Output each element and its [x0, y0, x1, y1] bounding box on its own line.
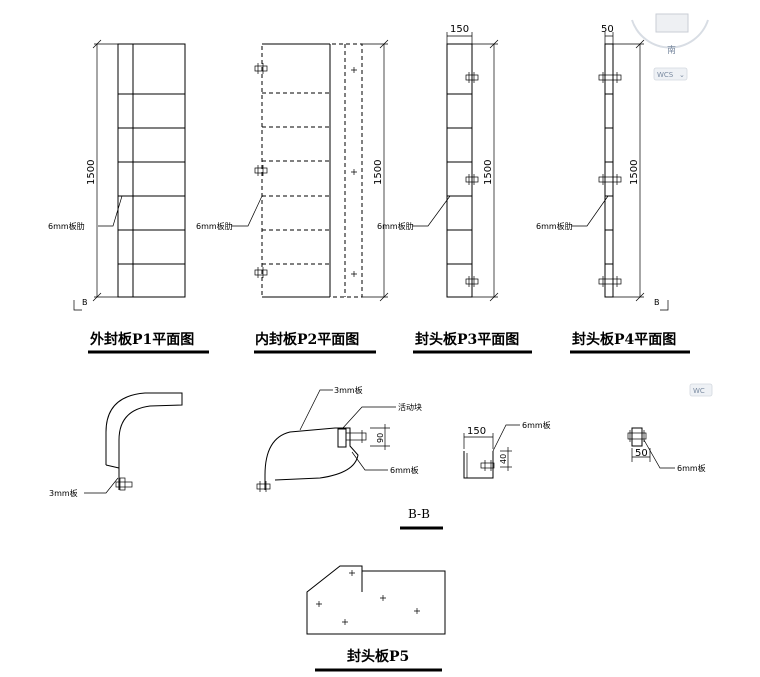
p2-rib-label: 6mm板肋 — [196, 221, 233, 231]
sec2-plate-label: 3mm板 — [334, 385, 363, 395]
p3-outline — [446, 43, 473, 298]
sec2-curve — [264, 427, 359, 490]
wcs-dropdown[interactable] — [653, 67, 688, 81]
section-1: 3mm板 — [49, 392, 183, 498]
p1-ribs — [118, 93, 185, 265]
p3-width-dim: 150 — [450, 24, 469, 35]
sec2-leader-block — [341, 406, 396, 430]
p4-outline — [604, 43, 614, 298]
viewcube-direction-label: 南 — [667, 44, 676, 56]
sec1-leader — [84, 477, 119, 494]
p2-crosses — [351, 67, 357, 277]
sec3-channel — [463, 451, 494, 479]
section-4: 50 6mm板 — [627, 427, 706, 473]
p4-bolts — [598, 72, 622, 287]
p4-rib-leader — [571, 195, 609, 227]
section-3: 150 40 6mm板 — [463, 420, 551, 479]
p3-rib-leader — [412, 195, 451, 227]
viewcube-face[interactable] — [655, 13, 689, 33]
p4-rib-label: 6mm板肋 — [536, 221, 573, 231]
p4-width-dim: 50 — [601, 24, 614, 35]
p3-rib-label: 6mm板肋 — [377, 221, 414, 231]
p1-rib-leader — [98, 195, 123, 227]
sec3-width-dim: 150 — [467, 426, 486, 437]
sec3-leader — [492, 424, 520, 452]
p1-height-dim: 1500 — [86, 160, 97, 185]
viewcube[interactable]: 南 WCS ⌄ — [631, 13, 709, 81]
section-2: 90 3mm板 活动块 6mm板 B-B — [256, 385, 443, 530]
p3-bolts — [465, 72, 479, 287]
sec1-plate-label: 3mm板 — [49, 488, 78, 498]
p1-outline — [117, 43, 186, 298]
p3-title: 封头板P3平面图 — [415, 331, 519, 348]
p5-outline — [306, 565, 446, 635]
sec2-leader-6mm — [351, 451, 388, 471]
p1-rib-label: 6mm板肋 — [48, 221, 85, 231]
p2-outline — [261, 43, 363, 298]
sec4-plate — [631, 427, 643, 447]
sec4-6mm-label: 6mm板 — [677, 463, 706, 473]
sec1-curve — [105, 392, 183, 468]
chevron-down-icon: ⌄ — [679, 71, 685, 79]
sec3-6mm-label: 6mm板 — [522, 420, 551, 430]
panel-p1: 1500 6mm板肋 B 外封板P1平面图 — [48, 39, 209, 354]
sec2-block — [337, 428, 347, 448]
p3-height-dim: 1500 — [483, 160, 494, 185]
sec4-width-dim: 50 — [635, 448, 648, 459]
panel-p3: 150 1500 6mm板肋 封头板P3平面图 — [377, 24, 532, 354]
section-mark-left — [73, 300, 82, 311]
p4-height-dim: 1500 — [629, 160, 640, 185]
section-mark-left-label: B — [82, 298, 88, 307]
p2-rib-leader — [231, 195, 263, 227]
wcs-badge-secondary[interactable]: WC — [689, 383, 713, 397]
sec2-block-label: 活动块 — [398, 402, 422, 412]
panel-p2: 1500 6mm板肋 内封板P2平面图 — [196, 39, 389, 354]
sec2-leader-plate — [299, 389, 333, 431]
sec4-leader — [643, 439, 675, 469]
wcs-label: WCS — [657, 71, 674, 79]
wcs-label-secondary: WC — [693, 387, 705, 395]
p3-ribs — [447, 93, 472, 265]
panel-p4: 50 1500 6mm板肋 B 封头板P4平面图 — [536, 24, 690, 354]
sec3-height-dim: 40 — [499, 454, 508, 464]
p1-title: 外封板P1平面图 — [90, 331, 194, 348]
sec2-6mm-label: 6mm板 — [390, 465, 419, 475]
section-mark-right — [660, 300, 669, 311]
panel-p5: 封头板P5 — [306, 565, 446, 672]
p2-bolts — [254, 63, 268, 278]
p4-ribs — [605, 93, 613, 265]
viewcube-ring — [631, 19, 709, 49]
section-mark-right-label: B — [654, 298, 660, 307]
p5-title: 封头板P5 — [347, 648, 409, 665]
p2-height-dim: 1500 — [373, 160, 384, 185]
p4-title: 封头板P4平面图 — [572, 331, 676, 348]
sec2-height-dim: 90 — [376, 433, 385, 443]
p2-title: 内封板P2平面图 — [255, 331, 359, 348]
section-title: B-B — [408, 507, 430, 521]
p5-crosses — [316, 570, 420, 625]
p2-ribs — [262, 92, 330, 265]
